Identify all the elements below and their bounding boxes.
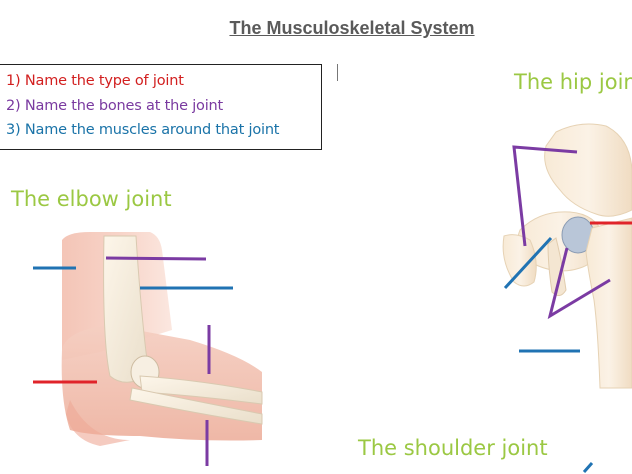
instruction-muscles: 3) Name the muscles around that joint (6, 122, 280, 138)
hip-heading: The hip joint (514, 70, 632, 94)
hip-bone-line-2 (547, 247, 611, 320)
instruction-bones: 2) Name the bones at the joint (6, 97, 224, 114)
hip-illustration (502, 123, 632, 389)
hip-muscle-line-1 (503, 236, 553, 290)
hip-bone-line-1 (512, 145, 578, 247)
elbow-bone-line-1 (105, 256, 207, 261)
page-title: The Musculoskeletal System (229, 18, 475, 38)
text-cursor (337, 64, 338, 81)
shoulder-muscle-line (582, 462, 594, 473)
shoulder-heading: The shoulder joint (358, 436, 548, 460)
instruction-joint-type: 1) Name the type of joint (6, 73, 184, 89)
instructions-box: 1) Name the type of joint 2) Name the bo… (0, 64, 322, 150)
elbow-heading: The elbow joint (11, 187, 172, 211)
